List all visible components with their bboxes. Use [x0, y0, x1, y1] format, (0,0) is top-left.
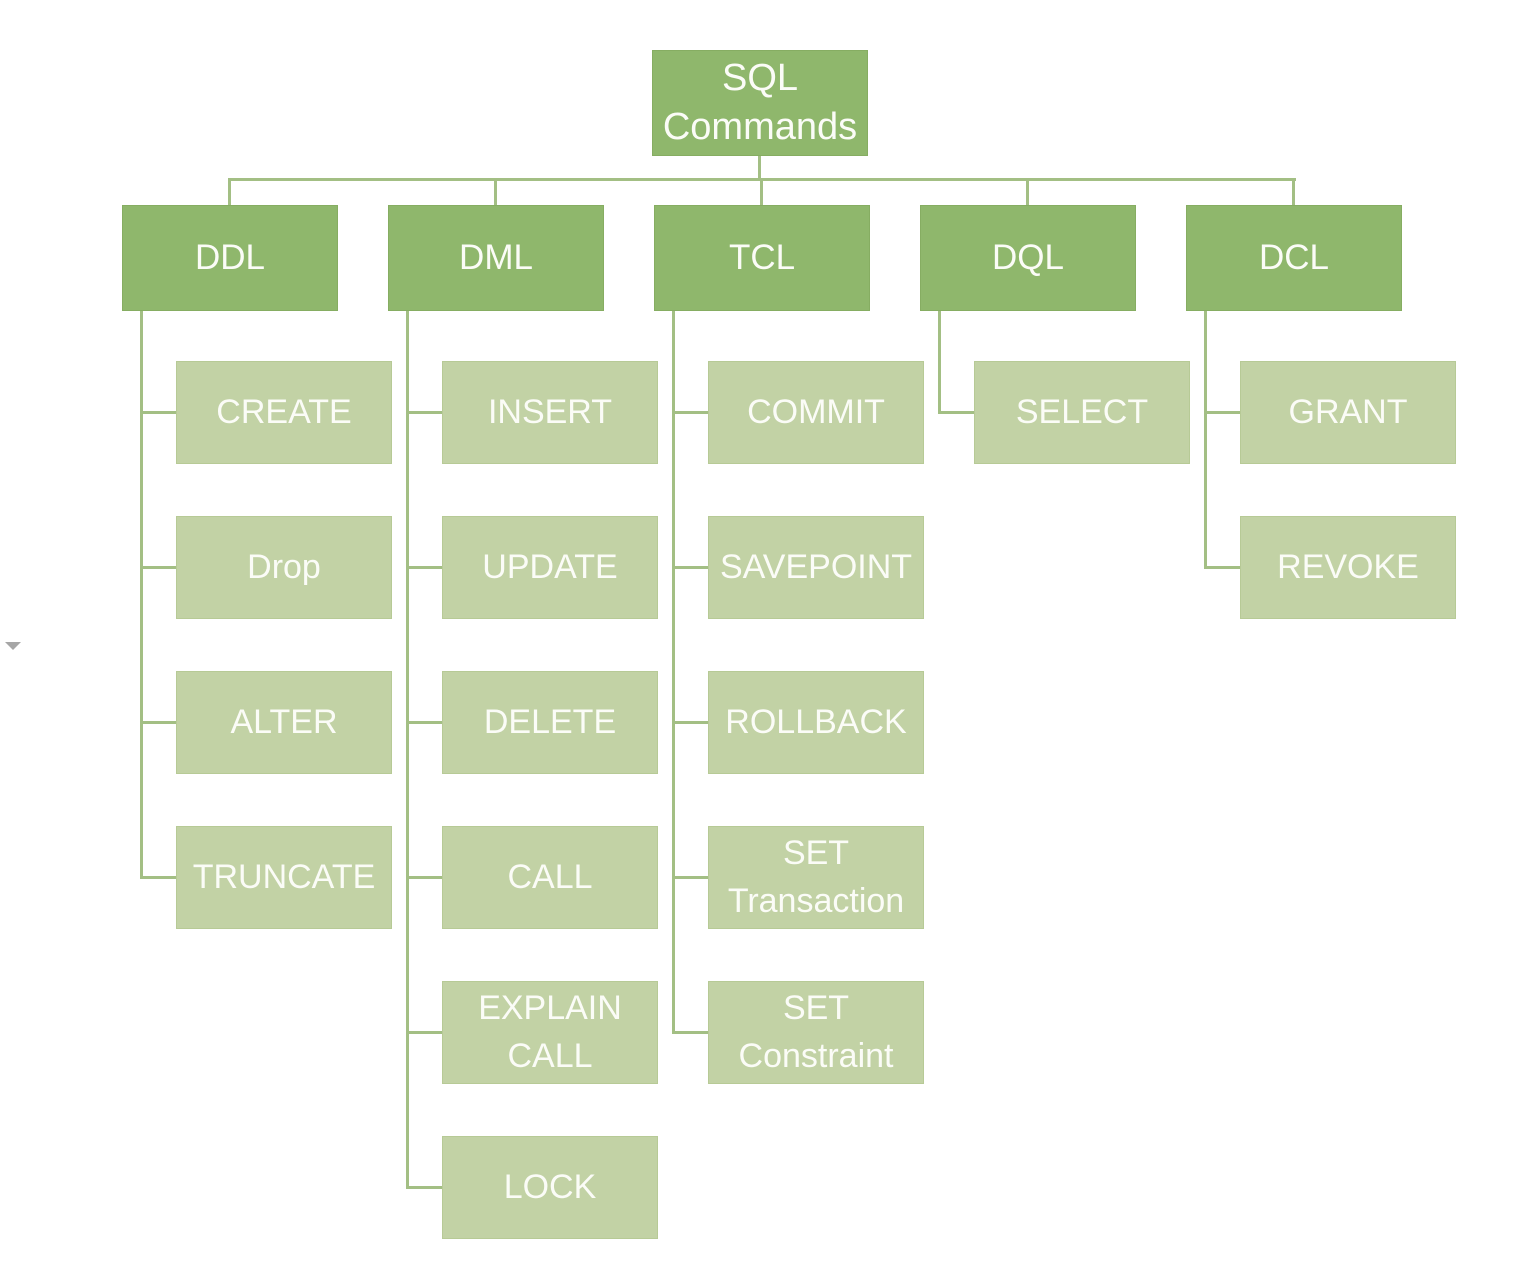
- node-label: DDL: [194, 238, 266, 277]
- node-sql-commands: SQL Commands: [652, 50, 868, 156]
- connector-line: [758, 156, 761, 181]
- connector-line: [140, 308, 143, 879]
- node-label: Drop: [247, 547, 321, 586]
- node-label: DQL: [992, 238, 1064, 277]
- connector-line: [672, 1031, 708, 1034]
- node-set-constraint: SET Constraint: [708, 981, 924, 1084]
- node-label: DML: [459, 238, 533, 277]
- connector-line: [406, 411, 442, 414]
- node-label: EXPLAIN CALL: [478, 988, 622, 1075]
- branch-ddl: DDL: [122, 205, 338, 311]
- node-label: INSERT: [487, 392, 613, 431]
- node-label: COMMIT: [747, 392, 885, 431]
- node-select: SELECT: [974, 361, 1190, 464]
- connector-line: [672, 876, 708, 879]
- node-lock: LOCK: [442, 1136, 658, 1239]
- connector-line: [938, 411, 974, 414]
- node-explain-call: EXPLAIN CALL: [442, 981, 658, 1084]
- connector-line: [406, 566, 442, 569]
- connector-line: [1204, 411, 1240, 414]
- connector-line: [760, 178, 763, 207]
- node-revoke: REVOKE: [1240, 516, 1456, 619]
- connector-line: [1026, 178, 1029, 207]
- connector-line: [1292, 178, 1295, 207]
- connector-line: [140, 411, 176, 414]
- node-alter: ALTER: [176, 671, 392, 774]
- connector-line: [938, 308, 941, 414]
- branch-dql: DQL: [920, 205, 1136, 311]
- node-label: SET Transaction: [727, 833, 905, 920]
- node-commit: COMMIT: [708, 361, 924, 464]
- node-label: TRUNCATE: [192, 857, 376, 896]
- node-label: ALTER: [230, 702, 338, 741]
- node-update: UPDATE: [442, 516, 658, 619]
- node-grant: GRANT: [1240, 361, 1456, 464]
- node-create: CREATE: [176, 361, 392, 464]
- node-label: SET Constraint: [738, 988, 894, 1075]
- node-savepoint: SAVEPOINT: [708, 516, 924, 619]
- branch-tcl: TCL: [654, 205, 870, 311]
- node-label: UPDATE: [482, 547, 618, 586]
- connector-line: [140, 566, 176, 569]
- node-insert: INSERT: [442, 361, 658, 464]
- triangle-down-icon: [5, 642, 21, 650]
- node-truncate: TRUNCATE: [176, 826, 392, 929]
- node-label: GRANT: [1288, 392, 1408, 431]
- connector-line: [140, 721, 176, 724]
- connector-line: [672, 721, 708, 724]
- node-label: SAVEPOINT: [719, 547, 913, 586]
- connector-line: [406, 1031, 442, 1034]
- node-label: DCL: [1258, 238, 1330, 277]
- node-drop: Drop: [176, 516, 392, 619]
- connector-line: [672, 308, 675, 1034]
- node-rollback: ROLLBACK: [708, 671, 924, 774]
- connector-line: [140, 876, 176, 879]
- node-call: CALL: [442, 826, 658, 929]
- node-set-transaction: SET Transaction: [708, 826, 924, 929]
- node-label: CALL: [507, 857, 593, 896]
- node-label: LOCK: [503, 1167, 597, 1206]
- node-label: DELETE: [483, 702, 617, 741]
- connector-line: [672, 566, 708, 569]
- connector-line: [228, 178, 231, 207]
- node-label: REVOKE: [1277, 547, 1419, 586]
- connector-line: [1204, 308, 1207, 569]
- node-delete: DELETE: [442, 671, 658, 774]
- connector-line: [406, 1186, 442, 1189]
- node-label: SELECT: [1015, 392, 1149, 431]
- connector-line: [494, 178, 497, 207]
- connector-line: [406, 308, 409, 1189]
- connector-line: [672, 411, 708, 414]
- connector-line: [1204, 566, 1240, 569]
- node-label: CREATE: [216, 392, 352, 431]
- connector-line: [406, 721, 442, 724]
- branch-dcl: DCL: [1186, 205, 1402, 311]
- node-label: SQL Commands: [662, 56, 858, 148]
- node-label: ROLLBACK: [725, 702, 907, 741]
- node-label: TCL: [728, 238, 796, 277]
- branch-dml: DML: [388, 205, 604, 311]
- connector-line: [406, 876, 442, 879]
